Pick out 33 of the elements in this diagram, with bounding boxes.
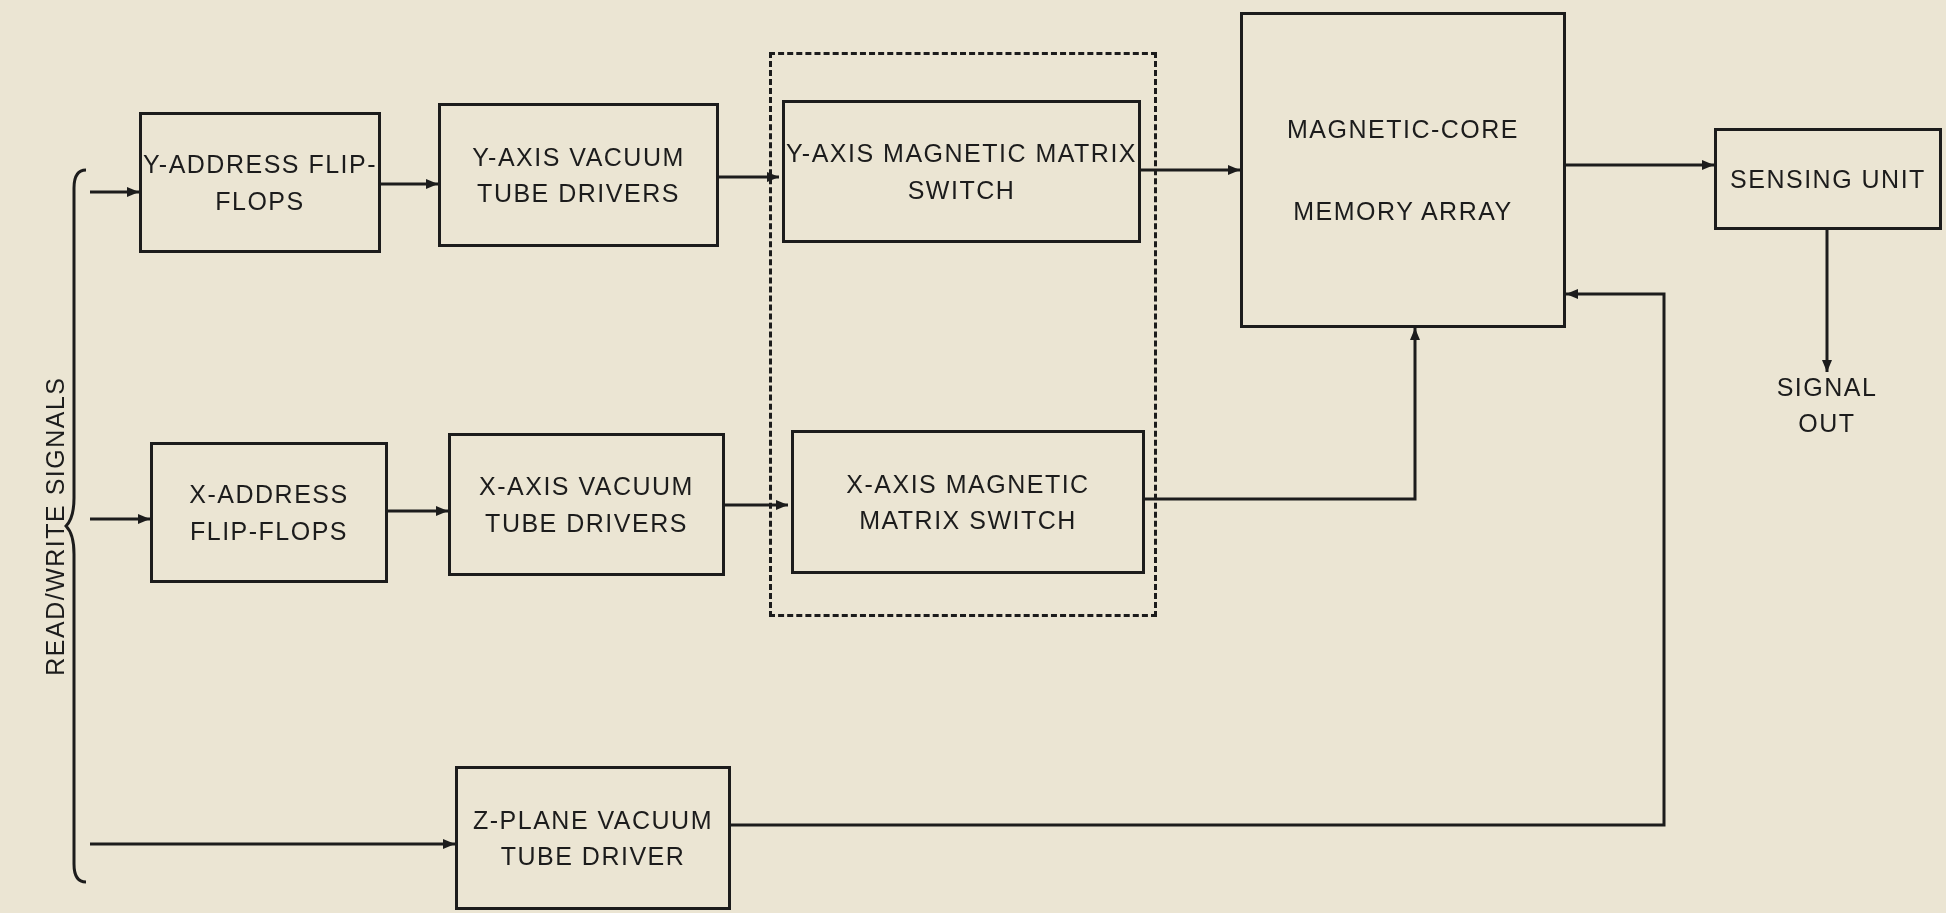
block-box [150,442,388,583]
block-box [1714,128,1942,230]
block-label: Y-AXIS MAGNETIC MATRIX SWITCH [785,138,1138,206]
arrow [90,514,150,524]
arrow [725,500,788,510]
block-box [1240,12,1566,328]
arrow [388,506,448,516]
block-label: Z-PLANE VACUUM TUBE DRIVER [472,804,714,872]
arrow [90,187,139,197]
block-box [139,112,381,253]
arrow [719,172,779,182]
arrow [1566,160,1714,170]
block-box [791,430,1145,574]
block-label: X-AXIS VACUUM TUBE DRIVERS [478,471,695,539]
dashed-group-outline [769,52,1157,617]
arrow [1138,165,1240,175]
arrow [381,179,438,189]
block-label: Y-AXIS VACUUM TUBE DRIVERS [471,141,686,209]
block-box [448,433,725,576]
signal-label: READ/WRITE SIGNALS [39,375,70,678]
arrow [90,839,455,849]
block-box [455,766,731,910]
output-label: SIGNAL OUT [1775,371,1879,439]
block-label: Y-ADDRESS FLIP-FLOPS [142,149,378,217]
block-box [438,103,719,247]
block-label: MAGNETIC-CORE MEMORY ARRAY [1286,113,1520,227]
block-label: SENSING UNIT [1730,163,1926,195]
arrow [1142,328,1420,501]
block-box [782,100,1141,243]
arrow [731,289,1666,827]
arrow [1822,230,1832,372]
block-label: X-AXIS MAGNETIC MATRIX SWITCH [845,468,1091,536]
block-label: X-ADDRESS FLIP-FLOPS [188,479,350,547]
